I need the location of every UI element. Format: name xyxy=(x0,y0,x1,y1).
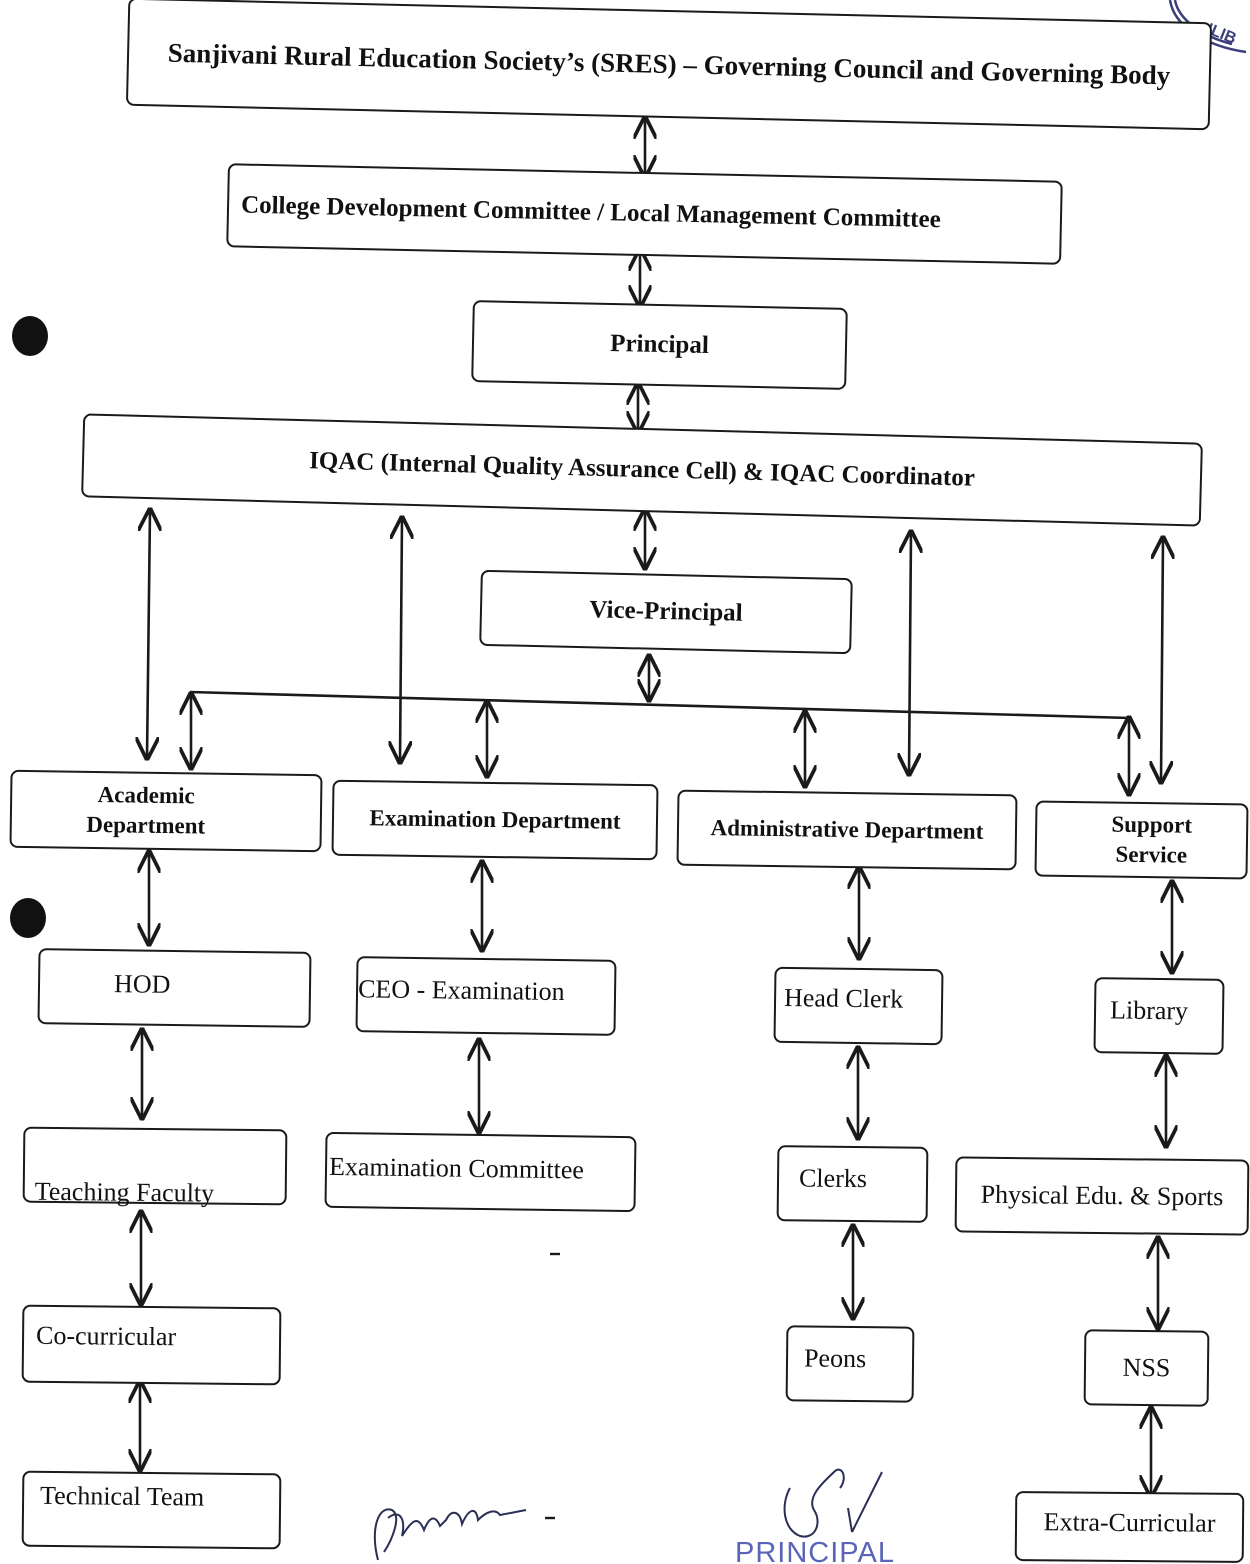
punch-hole xyxy=(12,316,48,356)
node-label: Vice-Principal xyxy=(589,596,743,627)
node-label: HOD xyxy=(113,969,171,999)
node-label: Examination Committee xyxy=(328,1151,585,1185)
node-label: Administrative Department xyxy=(710,814,984,844)
node-label: Support Service xyxy=(1111,811,1193,868)
node-examination-committee: Examination Committee xyxy=(324,1131,637,1213)
node-academic-department: Academic Department xyxy=(9,769,323,853)
node-label: Physical Edu. & Sports xyxy=(980,1179,1224,1212)
node-label: Extra-Curricular xyxy=(1043,1507,1216,1538)
node-library: Library xyxy=(1093,977,1225,1055)
node-label: Teaching Faculty xyxy=(34,1176,215,1208)
node-label: IQAC (Internal Quality Assurance Cell) &… xyxy=(308,447,976,492)
node-label: College Development Committee / Local Ma… xyxy=(240,191,942,234)
node-college-development-committee: College Development Committee / Local Ma… xyxy=(226,163,1063,265)
signature-left xyxy=(373,1508,527,1561)
node-nss: NSS xyxy=(1083,1329,1210,1407)
node-technical-team: Technical Team xyxy=(21,1470,282,1550)
node-label: Principal xyxy=(609,329,710,360)
arrow-iqac-exam xyxy=(400,518,402,762)
node-teaching-faculty: Teaching Faculty xyxy=(22,1126,288,1208)
distribution-bar xyxy=(189,690,1131,720)
node-label: Library xyxy=(1109,995,1189,1026)
node-label: Academic Department xyxy=(86,782,206,839)
node-co-curricular: Co-curricular xyxy=(21,1304,282,1386)
node-examination-department: Examination Department xyxy=(331,779,659,861)
node-physical-education-sports: Physical Edu. & Sports xyxy=(954,1156,1250,1236)
signature-right xyxy=(783,1468,883,1538)
node-peons: Peons xyxy=(785,1325,915,1403)
node-label: NSS xyxy=(1122,1352,1171,1383)
node-label: Clerks xyxy=(798,1163,868,1194)
node-extra-curricular: Extra-Curricular xyxy=(1014,1491,1245,1563)
node-governing-council: Sanjivani Rural Education Society’s (SRE… xyxy=(125,0,1213,131)
node-ceo-examination: CEO - Examination xyxy=(355,956,617,1036)
node-support-service: Support Service xyxy=(1034,800,1249,880)
node-hod: HOD xyxy=(37,948,312,1028)
node-administrative-department: Administrative Department xyxy=(676,789,1018,871)
node-label: Co-curricular xyxy=(35,1320,177,1352)
node-iqac: IQAC (Internal Quality Assurance Cell) &… xyxy=(81,413,1203,527)
node-label: CEO - Examination xyxy=(357,974,565,1007)
node-principal: Principal xyxy=(471,300,848,390)
node-label: Examination Department xyxy=(369,804,621,834)
arrow-iqac-admin xyxy=(909,532,911,774)
node-clerks: Clerks xyxy=(776,1145,929,1223)
node-label: Peons xyxy=(803,1343,867,1374)
punch-hole xyxy=(10,898,46,938)
node-head-clerk: Head Clerk xyxy=(773,966,944,1046)
node-vice-principal: Vice-Principal xyxy=(479,569,853,655)
arrow-iqac-support xyxy=(1161,538,1163,782)
node-label: Sanjivani Rural Education Society’s (SRE… xyxy=(167,37,1171,90)
node-label: Technical Team xyxy=(39,1480,205,1512)
arrow-iqac-academic xyxy=(147,510,150,758)
node-label: Head Clerk xyxy=(783,982,904,1014)
stamp-principal-text: PRINCIPAL xyxy=(735,1537,895,1564)
